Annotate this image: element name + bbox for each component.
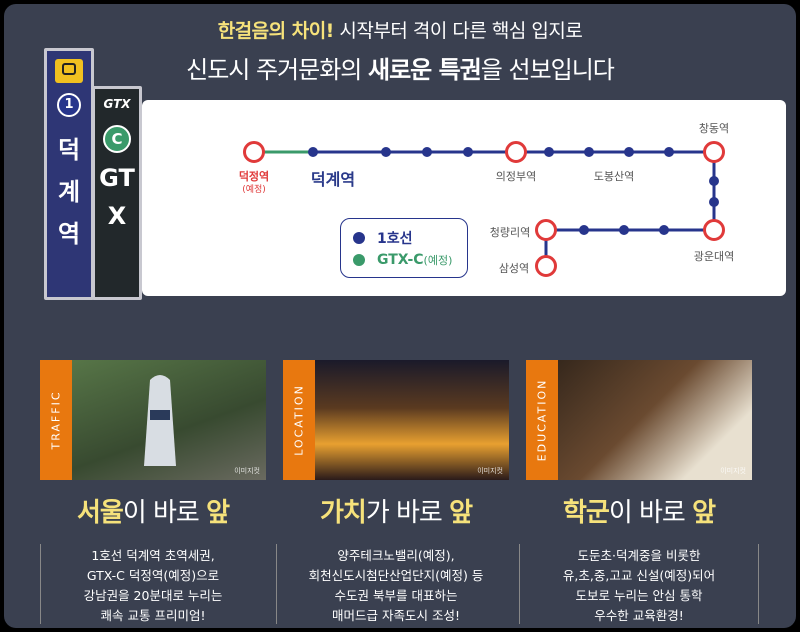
line1-station-pillar: 1 덕계역	[44, 48, 94, 300]
stop-dot	[619, 225, 629, 235]
card-traffic-image: TRAFFIC 이미지컷	[40, 360, 266, 480]
stop-dot	[584, 147, 594, 157]
station-label-deokjeong: 덕정역	[238, 170, 270, 183]
station-label-deokgye: 덕계역	[310, 170, 356, 189]
station-sublabel-deokjeong: (예정)	[242, 185, 266, 195]
stop-dot	[381, 147, 391, 157]
legend-gtx-c: GTX-C(예정)	[353, 252, 452, 268]
route-map: 덕정역 (예정) 덕계역 의정부역 도봉산역 창동역 청량리역 광운대역 삼성역…	[142, 100, 786, 296]
stop-dot	[579, 225, 589, 235]
card-location-image: LOCATION 이미지컷	[283, 360, 509, 480]
deokjeong-station-icon	[243, 141, 265, 163]
image-watermark: 이미지컷	[720, 467, 746, 475]
changdong-station-icon	[703, 141, 725, 163]
gtx-c-badge: C	[103, 125, 131, 153]
card-title-location: 가치가 바로 앞	[319, 498, 473, 528]
line1-station-name: 덕계역	[57, 136, 81, 248]
card-title-traffic: 서울이 바로 앞	[76, 498, 230, 528]
legend-line1: 1호선	[353, 228, 413, 248]
train-icon	[55, 59, 83, 83]
headline-text: 시작부터 격이 다른 핵심 입지로	[333, 20, 583, 42]
stop-dot	[709, 197, 719, 207]
line1-badge: 1	[57, 93, 81, 117]
uijeongbu-station-icon	[505, 141, 527, 163]
headline-highlight: 한걸음의 차이!	[217, 20, 335, 42]
station-label-cheongnyangni: 청량리역	[489, 226, 531, 239]
samseong-station-icon	[535, 255, 557, 277]
stop-dot	[544, 147, 554, 157]
card-education-image: EDUCATION 이미지컷	[526, 360, 752, 480]
divider	[758, 544, 759, 624]
gtx-logo: GTX	[103, 97, 131, 111]
headline-line2: 신도시 주거문화의 새로운 특권을 선보입니다	[4, 50, 796, 85]
gtx-station-pillar: GTX C GTX	[92, 86, 142, 300]
divider	[40, 544, 41, 624]
stop-dot	[463, 147, 473, 157]
divider	[276, 544, 277, 624]
stop-dot	[624, 147, 634, 157]
cheongnyangni-station-icon	[535, 219, 557, 241]
stop-dot	[709, 176, 719, 186]
headline2-emphasis: 새로운 특권	[368, 56, 482, 84]
card-tab: LOCATION	[283, 360, 315, 480]
station-label-gwangun: 광운대역	[693, 250, 735, 263]
stop-dot	[664, 147, 674, 157]
station-label-samseong: 삼성역	[498, 262, 530, 275]
headline-line1: 한걸음의 차이! 시작부터 격이 다른 핵심 입지로	[4, 16, 796, 43]
deokgye-station-dot	[308, 147, 318, 157]
card-tab: TRAFFIC	[40, 360, 72, 480]
station-label-dobongsan: 도봉산역	[593, 170, 635, 183]
headline2-c: 을 선보입니다	[480, 56, 615, 84]
stop-dot	[422, 147, 432, 157]
headline2-a: 신도시 주거문화의	[186, 56, 369, 84]
stop-dot	[659, 225, 669, 235]
image-watermark: 이미지컷	[477, 467, 503, 475]
gwangun-station-icon	[703, 219, 725, 241]
promo-banner: 한걸음의 차이! 시작부터 격이 다른 핵심 입지로 신도시 주거문화의 새로운…	[4, 4, 796, 628]
card-title-education: 학군이 바로 앞	[562, 498, 716, 528]
divider	[519, 544, 520, 624]
map-legend: 1호선 GTX-C(예정)	[340, 218, 468, 278]
image-watermark: 이미지컷	[234, 467, 260, 475]
station-label-changdong: 창동역	[698, 122, 730, 135]
station-label-uijeongbu: 의정부역	[495, 170, 537, 183]
card-tab: EDUCATION	[526, 360, 558, 480]
gtx-pillar-name: GTX	[99, 164, 135, 230]
